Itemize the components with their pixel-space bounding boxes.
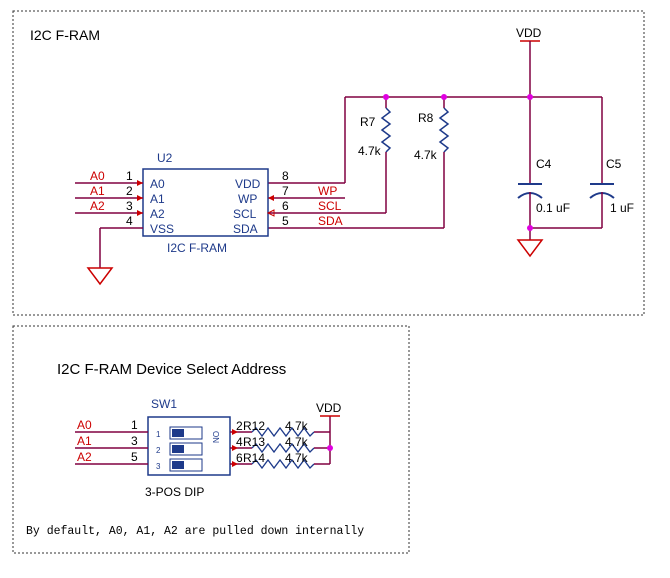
junction-dot <box>441 94 447 100</box>
net-scl-label: SCL <box>318 199 342 213</box>
bottom-vdd-label: VDD <box>316 401 342 415</box>
u2-pin-num: 3 <box>126 199 133 213</box>
net-sda-label: SDA <box>318 214 343 228</box>
u2-pin-num: 4 <box>126 214 133 228</box>
top-title: I2C F-RAM <box>30 27 100 43</box>
net-a2-label: A2 <box>90 199 105 213</box>
sw1-name: 3-POS DIP <box>145 485 204 499</box>
u2-pin-name: VDD <box>235 177 261 191</box>
resistor-ref: R14 <box>243 451 265 465</box>
r8-resistor <box>438 107 450 153</box>
sw1-pin-num: 3 <box>131 434 138 448</box>
sw1-pin-num: 5 <box>131 450 138 464</box>
junction-dot <box>527 225 533 231</box>
sw1-right-wires <box>230 416 331 470</box>
net-a1-label: A1 <box>77 434 92 448</box>
sw-num: 2 <box>156 446 161 455</box>
net-wp-label: WP <box>318 184 337 198</box>
junction-dot <box>327 445 333 451</box>
u2-pin-name: VSS <box>150 222 174 236</box>
sw1-pin-num: 1 <box>131 418 138 432</box>
sw1-on-label: ON <box>211 431 220 443</box>
net-a2-label: A2 <box>77 450 92 464</box>
top-vdd-label: VDD <box>516 26 542 40</box>
bottom-frame <box>12 325 410 554</box>
c5-value: 1 uF <box>610 201 634 215</box>
r8-value: 4.7k <box>414 148 438 162</box>
sw1-ref: SW1 <box>151 397 177 411</box>
u2-pin-num: 7 <box>282 184 289 198</box>
u2-chip <box>142 168 269 237</box>
top-frame <box>12 10 645 316</box>
u2-pin-name: A2 <box>150 207 165 221</box>
u2-name: I2C F-RAM <box>167 241 227 255</box>
net-a0-label: A0 <box>77 418 92 432</box>
c5-ref: C5 <box>606 157 622 171</box>
u2-pin-name: SDA <box>233 222 258 236</box>
dip-switch <box>169 442 203 456</box>
u2-pin-num: 6 <box>282 199 289 213</box>
u2-pin-name: A0 <box>150 177 165 191</box>
c4-value: 0.1 uF <box>536 201 570 215</box>
junction-dot <box>527 94 533 100</box>
resistor-value: 4.7k <box>285 451 309 465</box>
u2-pin-name: WP <box>238 192 257 206</box>
net-a0-label: A0 <box>90 169 105 183</box>
sw-num: 1 <box>156 430 161 439</box>
r7-resistor <box>380 107 392 153</box>
u2-pin-num: 2 <box>126 184 133 198</box>
sw1-body <box>147 416 231 476</box>
ground-icon <box>86 267 114 286</box>
r7-value: 4.7k <box>358 144 382 158</box>
u2-pin-name: SCL <box>233 207 257 221</box>
u2-ref: U2 <box>157 151 173 165</box>
u2-pin-num: 1 <box>126 169 133 183</box>
sw1-pin-num: 2 <box>236 419 243 433</box>
resistor-ref: R12 <box>243 419 265 433</box>
scl-arrow-icon <box>266 209 275 217</box>
dip-switch <box>169 458 203 472</box>
sw1-switches <box>169 426 203 472</box>
junction-dot <box>383 94 389 100</box>
u2-pin-num: 8 <box>282 169 289 183</box>
sw1-left-wires <box>75 431 148 465</box>
resistor-ref: R13 <box>243 435 265 449</box>
resistor-value: 4.7k <box>285 419 309 433</box>
resistor-value: 4.7k <box>285 435 309 449</box>
r8-ref: R8 <box>418 111 434 125</box>
sw1-pin-num: 6 <box>236 451 243 465</box>
bottom-title: I2C F-RAM Device Select Address <box>57 361 286 378</box>
ground-icon <box>516 239 544 258</box>
net-a1-label: A1 <box>90 184 105 198</box>
sw-num: 3 <box>156 462 161 471</box>
u2-pin-num: 5 <box>282 214 289 228</box>
u2-pin-name: A1 <box>150 192 165 206</box>
u2-left-pins <box>75 180 143 268</box>
default-note: By default, A0, A1, A2 are pulled down i… <box>26 525 364 538</box>
wp-arrow-icon <box>268 195 274 201</box>
r7-ref: R7 <box>360 115 376 129</box>
c4-ref: C4 <box>536 157 552 171</box>
sw1-pin-num: 4 <box>236 435 243 449</box>
dip-switch <box>169 426 203 440</box>
